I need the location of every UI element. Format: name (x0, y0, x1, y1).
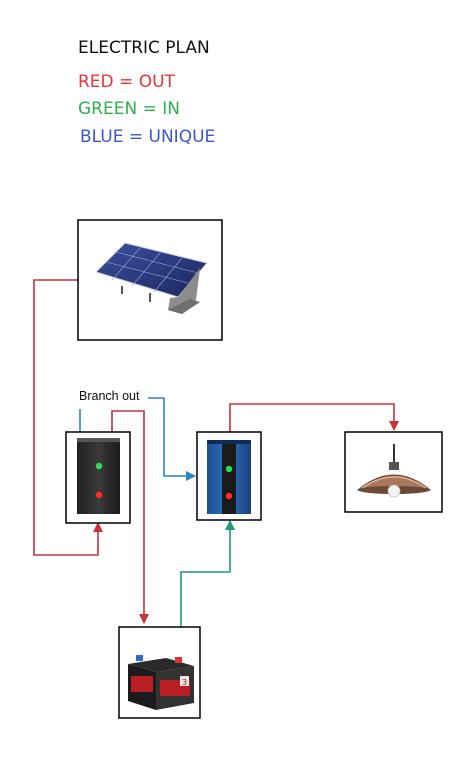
charge-controller-node (65, 431, 131, 524)
ceiling-lamp-icon (356, 444, 432, 498)
plan-title: ELECTRIC PLAN (78, 38, 210, 58)
legend-red-out: RED = OUT (78, 72, 175, 92)
legend-blue-unique: BLUE = UNIQUE (80, 127, 216, 147)
branch-out-label: Branch out (79, 389, 140, 403)
wire-solar-to-controller (33, 279, 103, 556)
solar-panel-icon (95, 242, 208, 314)
controller-black-icon (77, 438, 120, 514)
legend-green-in: GREEN = IN (78, 99, 180, 119)
wire-battery-to-inverter (180, 520, 235, 627)
wire-controller-to-battery (111, 410, 149, 624)
wire-branch-out-to-inverter (148, 397, 196, 481)
lamp-node (344, 431, 443, 513)
wire-inverter-to-lamp (229, 403, 399, 432)
inverter-node (196, 431, 262, 521)
battery-node: 3 (118, 626, 201, 719)
car-battery-icon: 3 (128, 655, 194, 710)
solar-panel-node (77, 219, 223, 341)
inverter-blue-icon (207, 440, 251, 514)
svg-text:3: 3 (182, 678, 187, 687)
